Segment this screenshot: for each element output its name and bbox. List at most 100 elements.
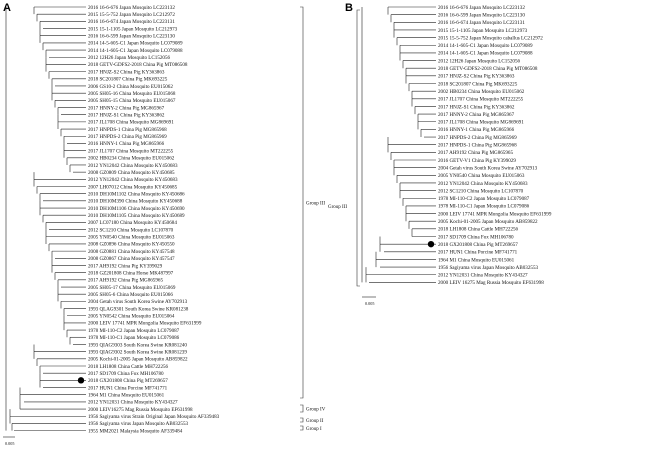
leaf-label: 2005 YN0542 China Mosquito EU015064 xyxy=(88,314,175,320)
leaf-label: 2012 YN12042 China Mosquito KY450683 xyxy=(438,181,528,187)
leaf-label: 2005 Kochi-01-2005 Japan Mosquito AB8598… xyxy=(88,357,188,363)
leaf-label: 2012 12H26 Japan Mosquito LC152056 xyxy=(88,55,171,61)
panel-b-letter: B xyxy=(345,2,353,14)
leaf-label: 2014 14-1-605-C1 Japan Mosquito LC079089 xyxy=(438,43,533,49)
leaf-label: 1993 QIAG9302 South Korea Swine KR081239 xyxy=(88,349,187,355)
leaf-label: 2017 JL1708 China Mosquito MG869691 xyxy=(438,120,524,126)
leaf-label: 2017 HNPDS-2 China Pig MG865969 xyxy=(438,135,517,141)
leaf-label: 2015 15-5-752 Japan Mosquito caballus LC… xyxy=(438,35,543,41)
leaf-label: 2005 SH05-17 China Mosquito EU015069 xyxy=(88,285,176,291)
group-label: Group III xyxy=(328,205,347,210)
leaf-label: 2018 GETV-GDFS2-2018 China Pig MT086508 xyxy=(88,62,188,68)
group-bracket xyxy=(300,6,304,399)
leaf-label: 2017 HUN1 China Porcine MF741771 xyxy=(88,385,168,391)
highlight-marker xyxy=(427,240,435,248)
leaf-label: 2016 16-6-676 Japan Mosquito LC223132 xyxy=(88,5,175,11)
leaf-label: 1956 Sagiyama virus Strain Original Japa… xyxy=(88,414,220,420)
leaf-label: 2018 GZ201808 China Horse MK487997 xyxy=(88,270,174,276)
leaf-label: 2017 JL1708 China Mosquito MG869691 xyxy=(88,120,174,126)
leaf-label: 2008 GZ0867 China Mosquito KY457547 xyxy=(88,256,175,262)
leaf-label: 2018 GX201808 China Pig MT269657 xyxy=(88,378,168,384)
leaf-label: 2017 SD1709 China Fox MH106780 xyxy=(88,371,164,377)
leaf-label: 2008 GZ0881 China Mosquito KY457548 xyxy=(88,249,175,255)
panel-b-tree: 2016 16-6-676 Japan Mosquito LC223132 201… xyxy=(361,5,552,286)
leaf-label: 2017 HNPDS-2 China Pig MG865969 xyxy=(88,134,167,140)
leaf-label: 2017 AH9192 China Pig KY399029 xyxy=(88,263,163,269)
leaf-label: 2014 14-5-605-C1 Japan Mosquito LC079089 xyxy=(88,41,183,47)
leaf-label: 1978 MI-110-C2 Japan Mosquito LC079087 xyxy=(438,196,530,202)
group-bracket xyxy=(300,417,304,423)
leaf-label: 2000 LEIV 16275 Mag Russia Mosquito EF63… xyxy=(438,280,544,286)
highlight-marker xyxy=(77,377,85,384)
group-label: Group II xyxy=(306,419,324,424)
leaf-label: 2014 14-1-605-C1 Japan Mosquito LC079088 xyxy=(88,48,183,54)
leaf-label: 2017 HNJZ-S1 China Pig KY363862 xyxy=(88,113,165,119)
leaf-label: 2018 SC201807 China Pig MK693225 xyxy=(88,77,168,83)
leaf-label: 2006 GS10-2 China Mosquito EU015062 xyxy=(88,84,173,90)
panel-b-scale-bar: 0.005 xyxy=(362,296,376,306)
panel-a-tree: 2016 16-6-676 Japan Mosquito LC223132201… xyxy=(5,5,220,434)
leaf-label: 2012 YN12042 China Mosquito KY450683 xyxy=(88,177,178,183)
leaf-label: 2015 15-5-752 Japan Mosquito LC212972 xyxy=(88,12,175,18)
leaf-label: 2016 16-6-676 Japan Mosquito LC223132 xyxy=(438,5,525,11)
leaf-label: 2017 AH9192 China Pig MG865965 xyxy=(438,150,513,156)
leaf-label: 2017 HNPDS-1 China Pig MG865968 xyxy=(438,143,517,149)
leaf-label: 2018 LH1808 China Cattle MH722256 xyxy=(438,227,519,233)
leaf-label: 2005 SH05-6 China Mosquito EU015066 xyxy=(88,292,173,298)
leaf-label: 2017 JL1707 China Mosquito MT222255 xyxy=(88,148,174,154)
leaf-label: 2016 HNNY-1 China Pig MG865966 xyxy=(438,127,515,133)
leaf-label: 2016 16-6-674 Japan Mosquito LC223131 xyxy=(438,20,525,26)
leaf-label: 2012 SC1210 China Mosquito LC107870 xyxy=(438,188,524,194)
leaf-label: 2015 15-1-1105 Japan Mosquito LC212973 xyxy=(438,28,528,34)
leaf-label: 2016 16-6-674 Japan Mosquito LC223131 xyxy=(88,19,175,25)
leaf-label: 2016 16-6-599 Japan Mosquito LC223130 xyxy=(88,34,175,40)
leaf-label: 2008 GZ0896 China Mosquito KY450550 xyxy=(88,242,175,248)
leaf-label: 2012 YN12042 China Mosquito KY450683 xyxy=(88,163,178,169)
leaf-label: 2017 HNNY-2 China Pig MG865967 xyxy=(438,112,515,118)
leaf-label: 2015 15-1-1105 Japan Mosquito LC212973 xyxy=(88,26,178,32)
leaf-label: 2017 HNNY-2 China Pig MG865967 xyxy=(88,105,165,111)
leaf-label: 2012 12H26 Japan Mosquito LC152056 xyxy=(438,58,521,64)
leaf-label: 2002 HB0234 China Mosquito EU015062 xyxy=(88,156,175,162)
leaf-label: 2017 HNJZ-S2 China Pig KY363863 xyxy=(438,74,515,80)
leaf-label: 2000 LEIV16275 Mag Russia Mosquito EF631… xyxy=(88,407,193,413)
leaf-label: 2012 YN12031 China Mosquito KY434327 xyxy=(438,273,528,279)
leaf-label: 2010 DH10M390 China Mosquito KY450688 xyxy=(88,199,183,205)
leaf-label: 2018 LH1808 China Cattle MH722256 xyxy=(88,364,169,370)
leaf-label: 1993 QLAG9301 South Korea Swine KR081238 xyxy=(88,306,189,312)
leaf-label: 2002 HB0234 China Mosquito EU015062 xyxy=(438,89,525,95)
panel-a-scale-bar: 0.005 xyxy=(3,436,15,446)
leaf-label: 2004 Getah virus South Korea Swine AY702… xyxy=(438,165,538,171)
leaf-label: 2018 GETV-GDFS2-2018 China Pig MT086508 xyxy=(438,66,538,72)
leaf-label: 1978 MI-110-C1 Japan Mosquito LC079086 xyxy=(438,204,530,210)
leaf-label: 2010 DH10M1106 China Mosquito KY450690 xyxy=(88,206,185,212)
leaf-label: 2016 GETV-V1 China Pig KY399029 xyxy=(438,158,516,164)
leaf-label: 2017 AH9192 China Pig MG865965 xyxy=(88,278,163,284)
leaf-label: 2012 YN12031 China Mosquito KY434327 xyxy=(88,400,178,406)
leaf-label: 2005 YN0540 China Mosquito EU015063 xyxy=(438,173,525,179)
leaf-label: 2017 HNJZ-S2 China Pig KY363863 xyxy=(88,69,165,75)
leaf-label: 2016 HNNY-1 China Pig MG865966 xyxy=(88,141,165,147)
scale-bar-label: 0.005 xyxy=(5,441,14,446)
leaf-label: 2005 YN0540 China Mosquito EU015063 xyxy=(88,235,175,241)
leaf-label: 2008 GZ0809 China Mosquito KY450685 xyxy=(88,170,175,176)
leaf-label: 1978 MI-110-C1 Japan Mosquito LC079086 xyxy=(88,335,180,341)
group-bracket xyxy=(300,425,304,431)
leaf-label: 2007 LH07012 China Mosquito KY450685 xyxy=(88,184,178,190)
leaf-label: 1956 Sagiyama virus Japan Mosquito AB032… xyxy=(88,421,188,427)
panel-b-group-brackets: Group III xyxy=(328,9,360,287)
group-bracket xyxy=(356,9,360,287)
group-label: Group IV xyxy=(306,408,326,413)
leaf-label: 2000 LEIV 17741 MPR Mongolia Mosquito EF… xyxy=(438,211,552,217)
leaf-label: 2017 SD1709 China Fox MH106780 xyxy=(438,234,514,240)
leaf-label: 2014 14-1-605-C1 Japan Mosquito LC079088 xyxy=(438,51,533,57)
leaf-label: 2018 SC201807 China Pig MK693225 xyxy=(438,81,518,87)
leaf-label: 2010 DH10M1102 China Mosquito KY450686 xyxy=(88,191,185,197)
leaf-label: 2017 JL1707 China Mosquito MT222255 xyxy=(438,97,524,103)
leaf-label: 2000 LEIV 17741 MPR Mongolia Mosquito EF… xyxy=(88,321,202,327)
leaf-label: 2007 LC07180 China Mosquito KY450684 xyxy=(88,220,177,226)
leaf-label: 2005 SH05-15 China Mosquito EU015067 xyxy=(88,98,176,104)
group-bracket xyxy=(300,404,304,413)
leaf-label: 2017 HNPDS-1 China Pig MG865968 xyxy=(88,127,167,133)
